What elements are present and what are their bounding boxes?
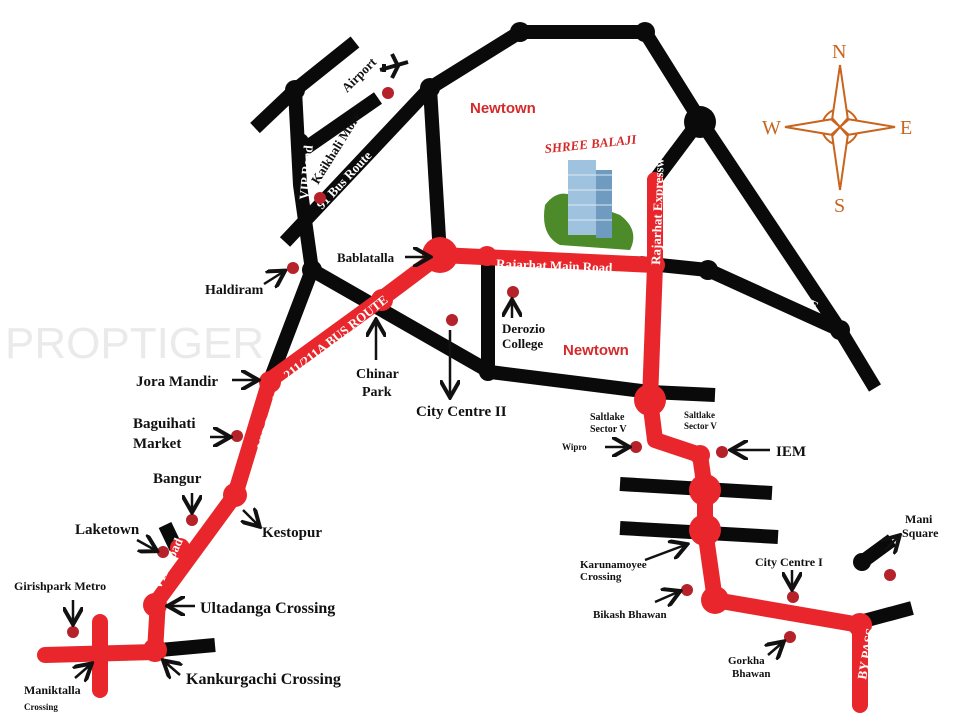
label-iem: IEM <box>776 444 806 460</box>
label-haldiram: Haldiram <box>205 283 264 298</box>
location-markers <box>67 87 896 643</box>
marker-airport <box>382 87 394 99</box>
label-maniktalla-1: Maniktalla <box>24 683 81 697</box>
area-newtown-top: Newtown <box>470 100 536 117</box>
marker-city-centre-2 <box>446 314 458 326</box>
label-chinar-2: Park <box>362 385 392 400</box>
marker-wipro <box>630 441 642 453</box>
label-derozio-1: Derozio <box>502 321 545 336</box>
label-gorkha-1: Gorkha <box>728 655 765 667</box>
red-junctions <box>143 172 872 662</box>
marker-city-centre-1 <box>787 591 799 603</box>
label-jora-mandir: Jora Mandir <box>136 374 218 390</box>
route-expressway-bypass <box>642 172 868 713</box>
marker-gorkha <box>784 631 796 643</box>
label-saltlake-left-1: Saltlake <box>590 412 625 423</box>
compass-icon <box>784 64 896 191</box>
marker-haldiram <box>287 262 299 274</box>
label-ultadanga: Ultadanga Crossing <box>200 600 335 617</box>
road-label-vip-top: VIP Road <box>296 144 316 200</box>
compass-n: N <box>832 41 846 63</box>
label-saltlake-left-2: Sector V <box>590 424 627 435</box>
marker-mani-square <box>884 569 896 581</box>
label-city-centre-2: City Centre II <box>416 404 507 420</box>
watermark: PROPTIGER <box>5 319 264 368</box>
road-label-rajarhat-main: Rajarhat Main Road <box>496 256 613 275</box>
marker-baguihati <box>231 430 243 442</box>
label-baguihati-1: Baguihati <box>133 416 196 432</box>
label-mani-square-2: Square <box>902 526 939 540</box>
marker-derozio <box>507 286 519 298</box>
project-name: SHREE BALAJI <box>544 131 638 156</box>
compass-e: E <box>900 117 912 139</box>
label-karunamoyee-1: Karunamoyee <box>580 559 647 571</box>
label-wipro: Wipro <box>562 442 587 452</box>
label-saltlake-right-2: Sector V <box>684 421 717 431</box>
black-junctions <box>285 22 871 571</box>
project-building-icon <box>544 160 634 250</box>
label-kankurgachi: Kankurgachi Crossing <box>186 671 341 688</box>
label-gorkha-2: Bhawan <box>732 668 771 680</box>
label-saltlake-right-1: Saltlake <box>684 410 715 420</box>
pointer-arrows <box>73 257 898 678</box>
label-karunamoyee-2: Crossing <box>580 571 622 583</box>
marker-bangur <box>186 514 198 526</box>
airplane-icon <box>379 53 409 79</box>
route-rajarhat-main <box>432 247 663 273</box>
label-chinar-1: Chinar <box>356 367 399 382</box>
label-girishpark: Girishpark Metro <box>14 579 106 593</box>
compass-w: W <box>762 117 781 139</box>
marker-bikash <box>681 584 693 596</box>
label-bablatalla: Bablatalla <box>337 250 395 265</box>
label-maniktalla-2: Crossing <box>24 702 58 712</box>
marker-iem <box>716 446 728 458</box>
road-airport-link <box>299 92 382 156</box>
area-newtown-mid: Newtown <box>563 342 629 359</box>
road-chinar-park <box>308 263 716 402</box>
label-baguihati-2: Market <box>133 436 181 452</box>
road-label-expressway: Rajarhat Expressway <box>648 144 667 265</box>
road-bablatalla-north <box>423 87 447 256</box>
label-laketown: Laketown <box>75 522 140 538</box>
label-bikash: Bikash Bhawan <box>593 609 667 621</box>
marker-kaikhali <box>314 192 326 204</box>
label-bangur: Bangur <box>153 471 202 487</box>
label-city-centre-1: City Centre I <box>755 555 823 569</box>
label-mani-square-1: Mani <box>905 512 933 526</box>
compass-s: S <box>834 195 845 217</box>
label-derozio-2: College <box>502 336 543 351</box>
label-kestopur: Kestopur <box>262 525 322 541</box>
marker-girishpark <box>67 626 79 638</box>
road-kankurgachi <box>159 638 216 657</box>
label-airport: Airport <box>339 54 380 95</box>
marker-laketown <box>157 546 169 558</box>
